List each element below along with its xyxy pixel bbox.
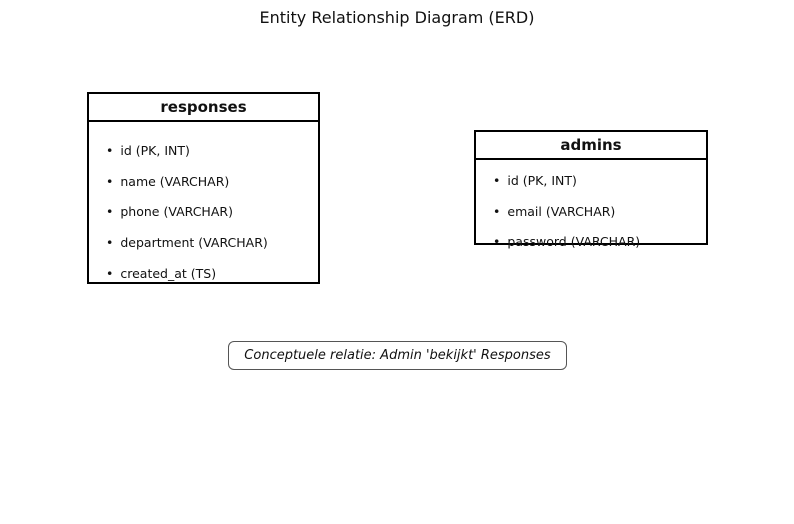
field-row: • id (PK, INT) — [493, 165, 706, 196]
field-row: • department (VARCHAR) — [106, 227, 318, 258]
field-label: id (PK, INT) — [120, 142, 190, 158]
field-label: created_at (TS) — [120, 265, 217, 281]
entity-responses-title: responses — [89, 94, 318, 122]
bullet-icon: • — [106, 265, 114, 281]
bullet-icon: • — [493, 172, 501, 188]
field-label: email (VARCHAR) — [507, 203, 616, 219]
bullet-icon: • — [106, 204, 114, 220]
entity-admins-fields: • id (PK, INT) • email (VARCHAR) • passw… — [476, 160, 706, 257]
entity-responses-fields: • id (PK, INT) • name (VARCHAR) • phone … — [89, 122, 318, 288]
bullet-icon: • — [106, 234, 114, 250]
field-row: • email (VARCHAR) — [493, 196, 706, 227]
field-label: department (VARCHAR) — [120, 234, 268, 250]
field-label: password (VARCHAR) — [507, 234, 641, 250]
bullet-icon: • — [493, 234, 501, 250]
bullet-icon: • — [106, 173, 114, 189]
field-row: • created_at (TS) — [106, 258, 318, 289]
field-row: • name (VARCHAR) — [106, 166, 318, 197]
field-label: id (PK, INT) — [507, 172, 577, 188]
field-label: phone (VARCHAR) — [120, 204, 233, 220]
bullet-icon: • — [106, 142, 114, 158]
page-title: Entity Relationship Diagram (ERD) — [259, 8, 535, 27]
field-row: • id (PK, INT) — [106, 135, 318, 166]
entity-admins-title: admins — [476, 132, 706, 160]
entity-responses: responses • id (PK, INT) • name (VARCHAR… — [87, 92, 320, 284]
entity-admins: admins • id (PK, INT) • email (VARCHAR) … — [474, 130, 708, 249]
field-row: • password (VARCHAR) — [493, 226, 706, 257]
bullet-icon: • — [493, 203, 501, 219]
field-row: • phone (VARCHAR) — [106, 196, 318, 227]
relation-note: Conceptuele relatie: Admin 'bekijkt' Res… — [228, 341, 567, 370]
field-label: name (VARCHAR) — [120, 173, 230, 189]
